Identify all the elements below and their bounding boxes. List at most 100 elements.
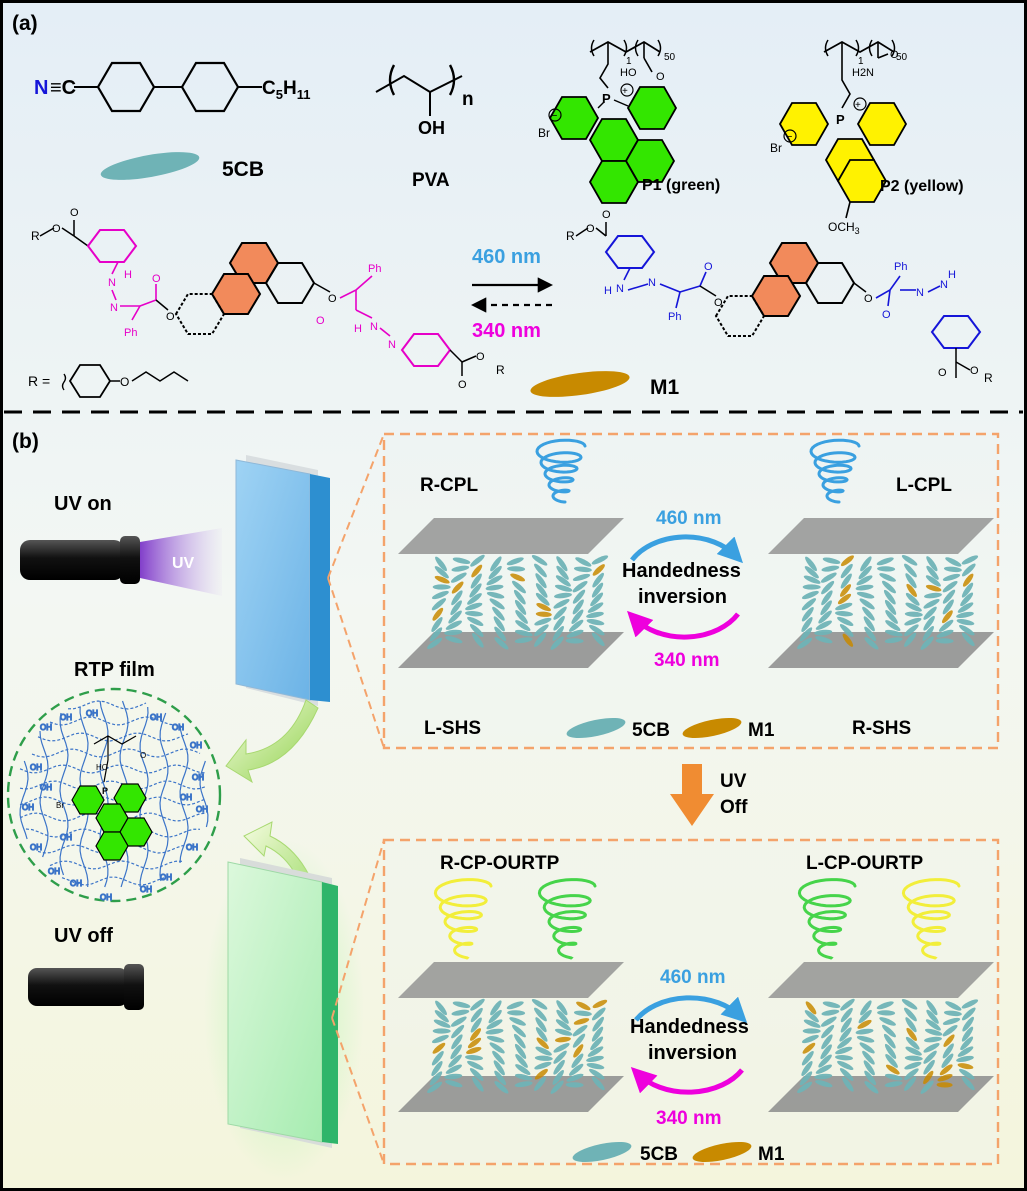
top-right-structure-label: R-SHS [852, 718, 911, 739]
cpl-helix-path [433, 878, 493, 960]
uv-flashlight-icon [20, 536, 140, 584]
top-legend-5cb-icon [566, 717, 626, 739]
top-legend-m1: M1 [748, 720, 775, 741]
uv-off-transition-line1: UV [720, 771, 747, 792]
cpl-helix-path [901, 878, 961, 960]
svg-text:O: O [140, 751, 146, 760]
svg-text:OH: OH [100, 893, 112, 902]
svg-text:O: O [586, 223, 595, 235]
binaphthyl-core-left: O [174, 242, 337, 335]
svg-text:P: P [836, 112, 845, 127]
off-flashlight-icon [28, 964, 144, 1010]
pva-oh: OH [418, 118, 445, 138]
top-process-line2: inversion [638, 586, 727, 608]
panel-b-label: (b) [12, 430, 39, 453]
bottom-legend-5cb: 5CB [640, 1144, 678, 1165]
bottom-legend-m1: M1 [758, 1144, 785, 1165]
p2-amide: H2N [852, 67, 874, 79]
bottom-process-line2: inversion [648, 1042, 737, 1064]
svg-text:OH: OH [40, 723, 52, 732]
svg-text:P: P [102, 786, 108, 796]
svg-text:OH: OH [70, 879, 82, 888]
svg-text:O: O [714, 297, 723, 309]
bottom-right-helix-green [797, 878, 857, 960]
svg-text:N: N [110, 302, 118, 314]
uv-off-arrow-shaft [682, 764, 702, 794]
cpl-helix-path [797, 878, 857, 960]
svg-text:R: R [566, 229, 575, 243]
cpl-helix-path [535, 438, 587, 504]
p1-carbonyl-o: O [656, 71, 665, 83]
r-group-definition: R = O [28, 364, 189, 398]
svg-text:OH: OH [22, 803, 34, 812]
svg-text:OH: OH [196, 805, 208, 814]
callouts [327, 433, 385, 1165]
svg-text:N: N [940, 279, 948, 291]
svg-text:OH: OH [186, 843, 198, 852]
pva-label: PVA [412, 170, 450, 191]
bottom-backward-arrow [630, 1067, 744, 1095]
svg-text:O: O [704, 261, 713, 273]
svg-text:−: − [551, 110, 557, 122]
svg-text:+: + [855, 100, 861, 111]
bottom-legend-5cb-icon [572, 1141, 632, 1163]
svg-text:HO: HO [96, 763, 108, 772]
arrow-to-rtp [225, 699, 319, 784]
svg-text:50: 50 [664, 52, 676, 63]
svg-text:OH: OH [30, 763, 42, 772]
uv-off-arrow-head [670, 794, 714, 826]
p2-phenyl-right [856, 102, 908, 146]
bottom-legend-m1-icon [692, 1141, 752, 1163]
bottom-left-helix-green [537, 878, 597, 960]
svg-text:R: R [496, 363, 505, 377]
svg-text:OH: OH [192, 773, 204, 782]
binaphthyl-core-right: O [714, 242, 873, 337]
svg-text:H: H [354, 323, 362, 335]
svg-text:O: O [938, 367, 947, 379]
m1-dopant-icon [530, 371, 630, 397]
svg-text:−: − [786, 131, 792, 143]
p1-phenyl-left [548, 96, 600, 140]
m1-right-arm-b: O Ph N N H O O R [875, 261, 993, 385]
svg-text:H: H [948, 269, 956, 281]
bottom-left-cell [398, 962, 624, 1112]
film-uv-off [227, 858, 338, 1148]
cpl-helix-path [537, 878, 597, 960]
bottom-process-line1: Handedness [630, 1016, 749, 1038]
svg-text:R =: R = [28, 373, 50, 389]
svg-text:OH: OH [160, 873, 172, 882]
p1-bromide: Br [538, 126, 550, 140]
5cb-mesogen-icon [100, 152, 200, 180]
top-forward-arrow [630, 534, 743, 564]
bottom-left-helix-yellow [433, 878, 493, 960]
switch-backward-label: 340 nm [472, 320, 541, 342]
svg-text:O: O [70, 207, 79, 219]
p1-phenyl-right [626, 86, 678, 130]
svg-text:N: N [370, 321, 378, 333]
p2-phenyl-left [778, 102, 830, 146]
top-left-helix [535, 438, 587, 504]
bottom-forward-arrow [634, 995, 748, 1023]
svg-text:N: N [388, 339, 396, 351]
svg-text:OH: OH [150, 713, 162, 722]
bottom-right-helix-yellow [901, 878, 961, 960]
svg-text:R: R [31, 229, 40, 243]
svg-text:O: O [316, 315, 325, 327]
film-uv-on [235, 455, 330, 706]
pva-n: n [462, 89, 474, 110]
top-right-helix [809, 438, 861, 504]
svg-text:O: O [166, 311, 175, 323]
rtp-p1-molecule: HO O P Br [56, 735, 153, 861]
svg-text:O: O [864, 293, 873, 305]
top-legend-m1-icon [682, 717, 742, 739]
p2-methoxy: OCH3 [828, 220, 860, 236]
p2-carbonyl-o: O [890, 49, 899, 61]
svg-text:R: R [984, 371, 993, 385]
svg-text:O: O [328, 293, 337, 305]
svg-text:O: O [120, 375, 129, 389]
bottom-right-light-label: L-CP-OURTP [806, 853, 923, 874]
bottom-right-cell [768, 962, 994, 1112]
molecule-pva: OH n PVA [375, 64, 474, 191]
